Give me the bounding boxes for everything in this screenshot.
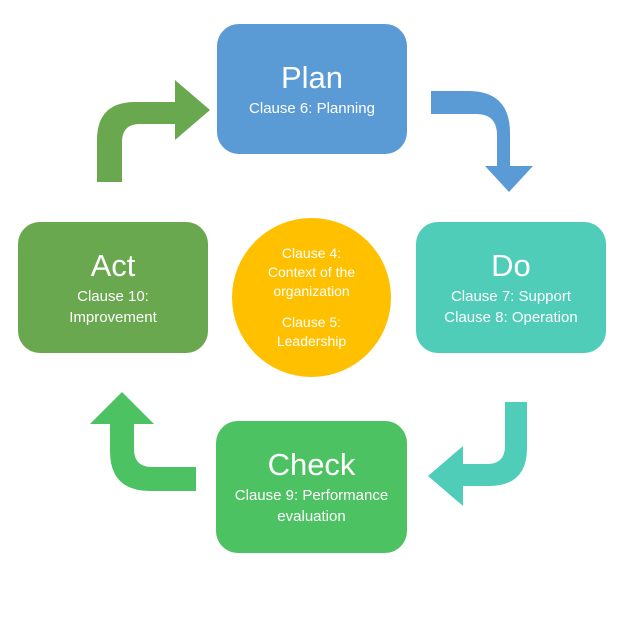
plan-title: Plan (280, 59, 344, 95)
arrow-plan-to-do (431, 91, 533, 192)
arrow-do-to-check (428, 402, 527, 506)
check-clause-line1: Clause 9: Performance (234, 487, 389, 504)
check-box: Check Clause 9: Performance evaluation (216, 421, 407, 553)
act-box: Act Clause 10: Improvement (18, 222, 208, 353)
do-box: Do Clause 7: Support Clause 8: Operation (416, 222, 606, 353)
center-clause5-text: Leadership (276, 333, 347, 349)
arrow-act-to-plan (97, 80, 210, 182)
center-clause4-label: Clause 4: (281, 245, 342, 261)
do-title: Do (491, 247, 531, 283)
do-clause-operation: Clause 8: Operation (444, 308, 578, 326)
plan-clause: Clause 6: Planning (249, 99, 375, 117)
center-clause5-label: Clause 5: (281, 314, 342, 330)
act-clause-line1: Clause 10: (77, 287, 149, 305)
check-title: Check (267, 447, 356, 482)
center-clause4-text-line1: Context of the (267, 264, 356, 280)
center-circle: Clause 4: Context of the organization Cl… (232, 218, 391, 377)
plan-box: Plan Clause 6: Planning (217, 24, 407, 154)
act-title: Act (90, 247, 136, 283)
do-clause-support: Clause 7: Support (450, 287, 572, 305)
act-clause-line2: Improvement (69, 308, 157, 326)
check-clause-line2: evaluation (277, 508, 346, 525)
center-clause4-text-line2: organization (273, 283, 350, 299)
arrow-check-to-act (90, 392, 196, 491)
